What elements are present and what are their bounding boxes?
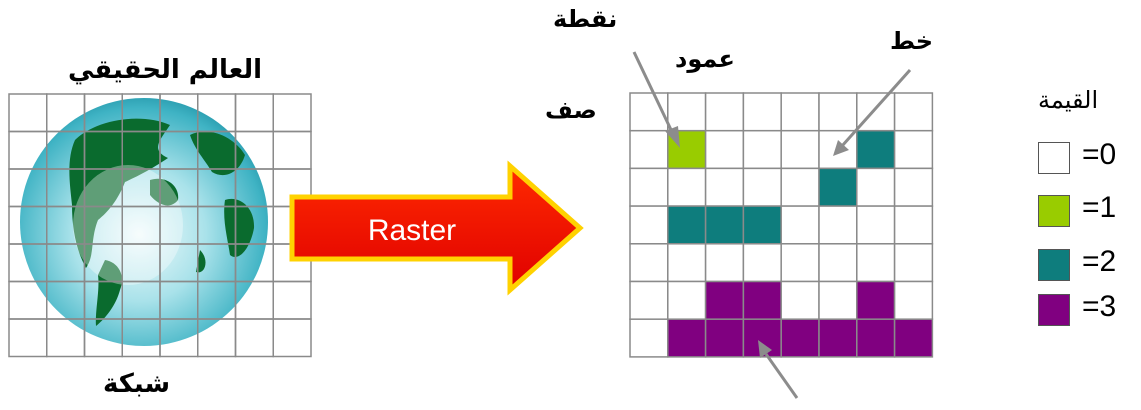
- raster-cell: [667, 280, 707, 320]
- raster-cell: [742, 92, 782, 132]
- raster-cell: [704, 243, 745, 283]
- legend-swatch: [1038, 249, 1070, 281]
- raster-cell: [780, 280, 820, 320]
- globe-grid-cell: [8, 318, 48, 358]
- raster-cell: [629, 318, 669, 358]
- bottom-pointer-arrow: [758, 340, 799, 399]
- legend-label: =3: [1082, 290, 1117, 323]
- raster-cell: [780, 167, 820, 207]
- raster-cell: [667, 205, 707, 245]
- raster-cell: [704, 205, 745, 245]
- raster-cell: [893, 280, 934, 320]
- raster-cell: [629, 167, 669, 207]
- globe-grid-cell: [272, 130, 312, 170]
- raster-cell: [893, 92, 934, 132]
- legend-label: =0: [1082, 138, 1117, 171]
- raster-cell: [704, 167, 745, 207]
- raster-cell: [780, 129, 820, 170]
- globe-grid-cell: [234, 93, 274, 133]
- globe-grid-cell: [272, 280, 312, 320]
- raster-arrow-label: Raster: [368, 214, 456, 247]
- raster-cell: [629, 129, 669, 170]
- raster-cell: [742, 280, 782, 320]
- raster-cell: [780, 205, 820, 245]
- globe-grid: [8, 93, 312, 358]
- row-label: صف: [545, 96, 597, 124]
- raster-cell: [856, 167, 896, 207]
- raster-cell: [818, 318, 858, 358]
- legend-label: =1: [1082, 191, 1117, 224]
- raster-cell: [780, 318, 820, 358]
- value-legend-title: القيمة: [1038, 86, 1099, 114]
- globe-grid-cell: [272, 93, 312, 133]
- line-pointer-arrow: [833, 68, 912, 156]
- raster-cell: [742, 243, 782, 283]
- raster-cell: [818, 280, 858, 320]
- legend-swatch: [1038, 294, 1070, 326]
- pointer-arrows: [632, 51, 912, 399]
- raster-cell: [704, 129, 745, 170]
- raster-cell: [818, 205, 858, 245]
- raster-cell: [629, 280, 669, 320]
- raster-cell: [704, 280, 745, 320]
- raster-cell: [742, 167, 782, 207]
- raster-cell: [704, 318, 745, 358]
- raster-cell: [818, 92, 858, 132]
- legend-swatch: [1038, 142, 1070, 174]
- raster-cell: [856, 129, 896, 170]
- raster-cell: [856, 205, 896, 245]
- raster-cell: [893, 129, 934, 170]
- raster-cell: [856, 280, 896, 320]
- raster-cell: [893, 318, 934, 358]
- globe-grid-cell: [272, 318, 312, 358]
- raster-cell: [629, 243, 669, 283]
- legend-label: =2: [1082, 245, 1117, 278]
- raster-cell: [856, 243, 896, 283]
- raster-cell: [893, 167, 934, 207]
- raster-arrow: Raster: [289, 160, 584, 296]
- raster-cell: [629, 205, 669, 245]
- raster-cell: [742, 205, 782, 245]
- raster-cell: [667, 318, 707, 358]
- grid-label: شبكة: [103, 369, 171, 399]
- raster-cell: [893, 243, 934, 283]
- point-pointer-arrow: [632, 51, 680, 148]
- raster-cell: [704, 92, 745, 132]
- raster-cell: [742, 129, 782, 170]
- globe-grid-cell: [8, 93, 48, 133]
- raster-cell: [818, 243, 858, 283]
- raster-cell: [856, 318, 896, 358]
- raster-cell: [667, 167, 707, 207]
- globe-illustration: [20, 98, 268, 346]
- raster-cell: [667, 92, 707, 132]
- raster-cell: [780, 243, 820, 283]
- real-world-title: العالم الحقيقي: [68, 55, 263, 85]
- raster-cell: [818, 167, 858, 207]
- column-label: عمود: [675, 45, 735, 73]
- line-label: خط: [890, 27, 933, 55]
- point-label: نقطة: [553, 5, 618, 33]
- raster-cell: [893, 205, 934, 245]
- legend-swatch: [1038, 195, 1070, 227]
- raster-cell: [780, 92, 820, 132]
- globe-grid-cell: [234, 318, 274, 358]
- raster-cell: [667, 243, 707, 283]
